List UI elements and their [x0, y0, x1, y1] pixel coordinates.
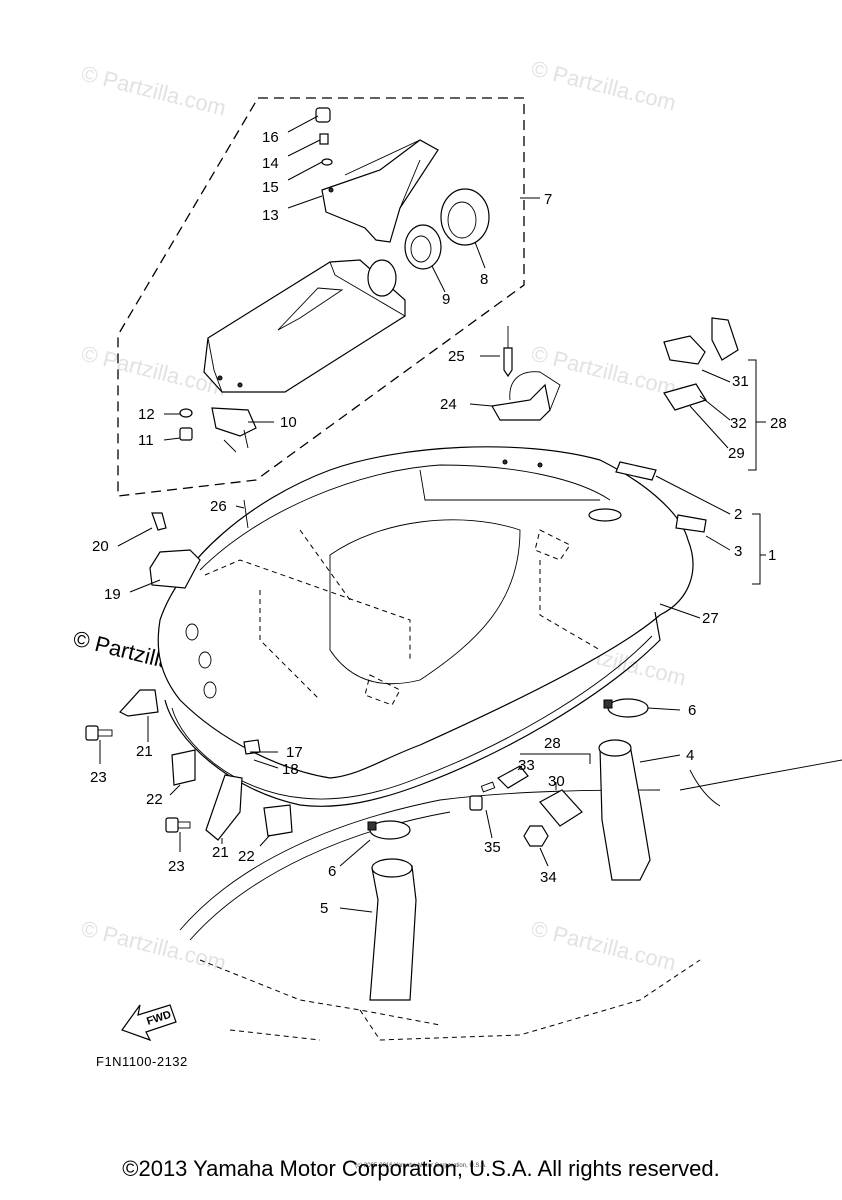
- callout-14: 14: [262, 155, 279, 172]
- callout-5: 5: [320, 900, 328, 917]
- plate-30: [539, 789, 583, 827]
- callout-2: 2: [734, 506, 742, 523]
- callout-19: 19: [104, 586, 121, 603]
- part-31: [663, 335, 706, 365]
- hose-5: [369, 858, 417, 1001]
- callout-32: 32: [730, 415, 747, 432]
- callout-33: 33: [518, 757, 535, 774]
- callout-21-upper: 21: [136, 743, 153, 760]
- callout-21-lower: 21: [212, 844, 229, 861]
- seal-27: [164, 611, 661, 807]
- callout-27: 27: [702, 610, 719, 627]
- callout-24: 24: [440, 396, 457, 413]
- bracket-24-loop: [509, 371, 561, 411]
- callout-28-lower: 28: [544, 735, 561, 752]
- callout-13: 13: [262, 207, 279, 224]
- duct-cover-assembly: [203, 259, 406, 393]
- callout-26: 26: [210, 498, 227, 515]
- seal-9: [404, 224, 442, 270]
- watermark: © Partzilla.com: [529, 341, 679, 401]
- callout-20: 20: [92, 538, 109, 555]
- seal-8: [440, 188, 490, 246]
- hose-4: [598, 739, 651, 881]
- bolt-35: [469, 781, 496, 811]
- callout-4: 4: [686, 747, 694, 764]
- watermark: © Partzilla.com: [79, 61, 229, 121]
- callout-12: 12: [138, 406, 155, 423]
- bracket-10: [211, 407, 257, 453]
- diagram-reference-code: F1N1100-2132: [96, 1054, 188, 1069]
- pad-3: [675, 514, 707, 533]
- callout-6-lower: 6: [328, 863, 336, 880]
- callout-29: 29: [728, 445, 745, 462]
- screw-26: [243, 499, 249, 529]
- bolt-23-upper: [85, 725, 113, 741]
- callouts: 16 14 15 13 7 8 9 10 12 11 25 24 26 20 1…: [90, 129, 787, 917]
- plate-29: [663, 383, 707, 411]
- callout-23-upper: 23: [90, 769, 107, 786]
- bracket-21-lower: [205, 774, 243, 841]
- callout-7: 7: [544, 191, 552, 208]
- callout-28-upper: 28: [770, 415, 787, 432]
- callout-25: 25: [448, 348, 465, 365]
- callout-9: 9: [442, 291, 450, 308]
- callout-23-lower: 23: [168, 858, 185, 875]
- watermark: © Partzilla.com: [529, 916, 679, 976]
- watermark: © Partzilla.com: [529, 56, 679, 116]
- seal-27-inner: [171, 635, 653, 800]
- part-32: [711, 317, 739, 361]
- callout-8: 8: [480, 271, 488, 288]
- screw-20: [151, 512, 167, 531]
- bolt-23-lower: [165, 817, 191, 833]
- callout-11: 11: [138, 432, 154, 449]
- callout-31: 31: [732, 373, 749, 390]
- callout-16: 16: [262, 129, 279, 146]
- fasteners-top: [179, 107, 333, 441]
- watermark: © Partzilla.com: [79, 916, 229, 976]
- callout-35: 35: [484, 839, 501, 856]
- callout-15: 15: [262, 179, 279, 196]
- bracket-13: [321, 139, 439, 243]
- clamp-6-lower: [367, 820, 411, 840]
- plate-22-lower: [263, 804, 293, 837]
- callout-1: 1: [768, 547, 776, 564]
- callout-3: 3: [734, 543, 742, 560]
- pin-25: [503, 347, 513, 378]
- bracket-24: [491, 383, 551, 421]
- callout-17: 17: [286, 744, 303, 761]
- pad-2: [615, 461, 657, 481]
- callout-22-lower: 22: [238, 848, 255, 865]
- hull-lower: [179, 759, 842, 1041]
- plate-22-upper: [171, 749, 196, 786]
- plate-33: [497, 765, 529, 789]
- leader-lines: [99, 115, 766, 913]
- fwd-arrow: FWD: [121, 1004, 177, 1042]
- callout-34: 34: [540, 869, 557, 886]
- clamp-6-upper: [603, 698, 649, 718]
- top-cover: [157, 446, 694, 779]
- callout-30: 30: [548, 773, 565, 790]
- subassembly-outline: [117, 97, 525, 497]
- bracket-21-upper: [119, 689, 159, 717]
- callout-6-upper: 6: [688, 702, 696, 719]
- callout-10: 10: [280, 414, 297, 431]
- bracket-19: [149, 549, 201, 589]
- nut-34: [523, 825, 549, 847]
- copyright-footer: ©2013 Yamaha Motor Corporation, U.S.A. A…: [122, 1156, 720, 1181]
- small-copyright: (c) 2005-2016 Yamaha Motor Corporation, …: [355, 1163, 487, 1169]
- callout-22-upper: 22: [146, 791, 163, 808]
- callout-18: 18: [282, 761, 299, 778]
